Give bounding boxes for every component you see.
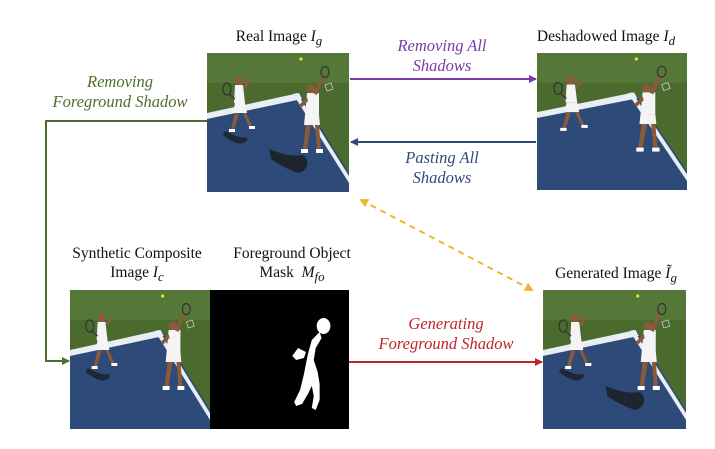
removing-all-shadows-label: Removing All Shadows	[397, 36, 487, 75]
real-image-label: Real Image Ig	[235, 28, 323, 49]
generated-image	[543, 290, 686, 429]
composite-image	[70, 290, 210, 429]
foreground-mask-image	[210, 290, 349, 429]
deshadowed-image-label: Deshadowed Image Id	[536, 28, 676, 49]
arrow-removing-foreground-shadow	[45, 120, 207, 365]
removing-foreground-shadow-label: Removing Foreground Shadow	[52, 72, 188, 111]
pasting-all-shadows-label: Pasting All Shadows	[405, 148, 479, 187]
composite-image-label: Synthetic Composite Image Ic	[72, 245, 202, 285]
arrow-compare-dashed	[359, 199, 534, 291]
real-image	[207, 53, 349, 192]
mask-label: Foreground Object Mask Mfo	[233, 245, 351, 285]
generating-foreground-shadow-label: Generating Foreground Shadow	[378, 314, 514, 353]
generated-image-label: Generated Image Ĩg	[555, 265, 677, 286]
deshadowed-image	[537, 53, 687, 190]
